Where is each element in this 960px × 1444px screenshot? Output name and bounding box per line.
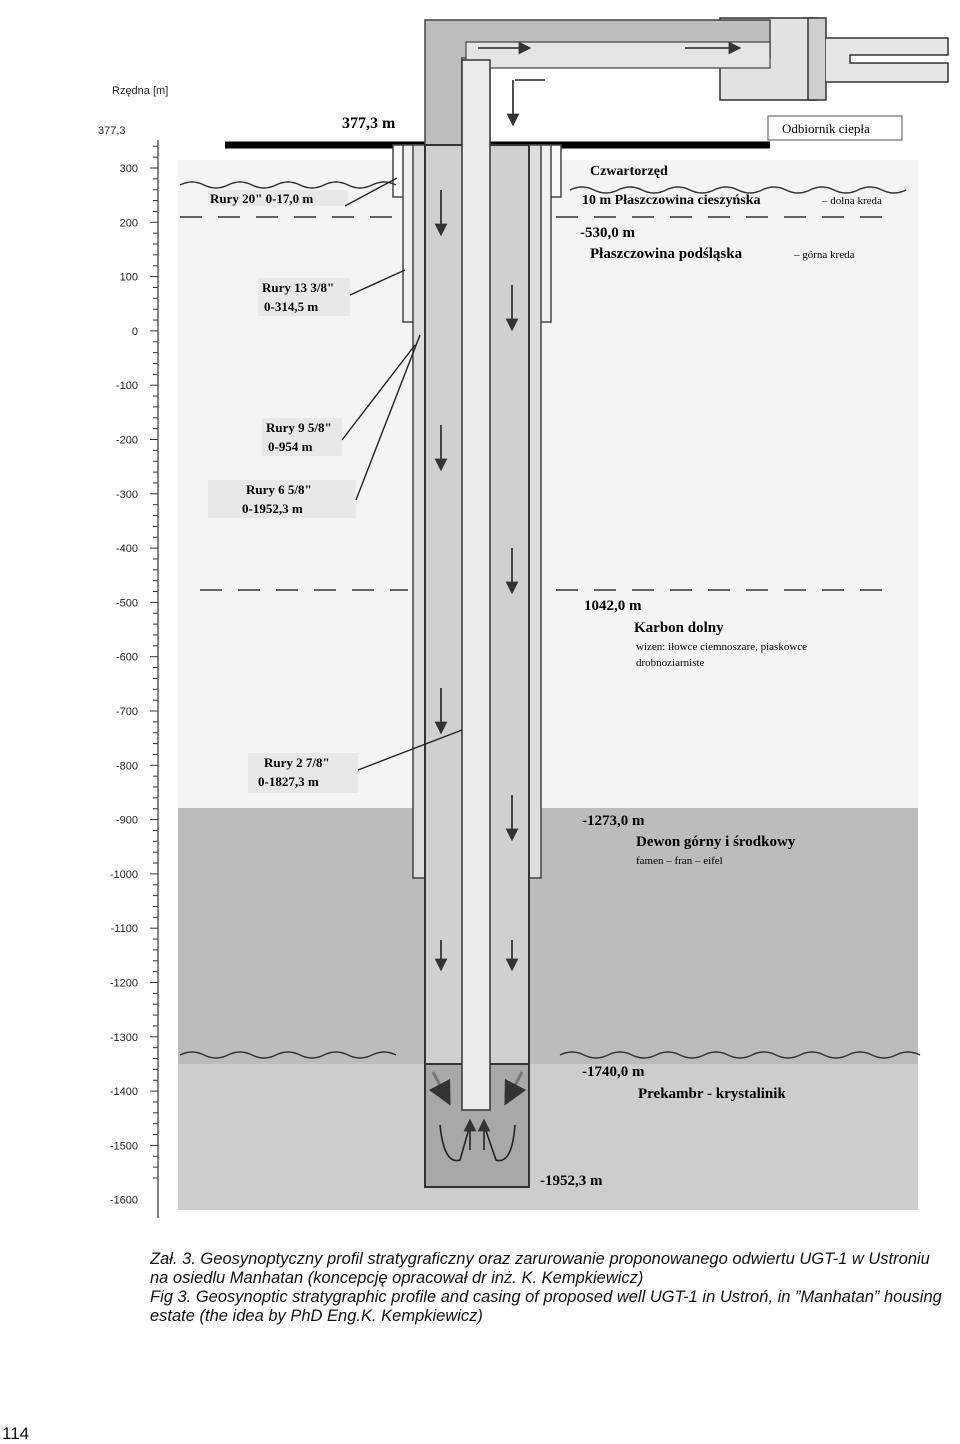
boundary-waves [179, 181, 921, 1059]
scale-label: 300 [120, 163, 138, 175]
well-profile-diagram: Rzędna [m] 377,3 300 200 100 0 -100 -200 -300 -… [98, 17, 949, 1218]
scale-label: -300 [116, 489, 138, 501]
casing-label-2: Rury 2 7/8" [264, 755, 330, 770]
boundary-dashes [180, 216, 882, 591]
scale-label: -1600 [110, 1195, 138, 1207]
layer-carbon: Karbon dolny [634, 620, 724, 636]
scale-label: -1400 [110, 1086, 138, 1098]
scale-label: -200 [116, 435, 138, 447]
scale-label: -1200 [110, 978, 138, 990]
svg-text:drobnoziarniste: drobnoziarniste [636, 657, 705, 669]
layer-quaternary: Czwartorzęd [590, 164, 668, 179]
scale-label: -900 [116, 815, 138, 827]
scale-label: 100 [120, 272, 138, 284]
casing-label-13: Rury 13 3/8" [262, 280, 334, 295]
svg-text:0-1827,3 m: 0-1827,3 m [258, 774, 319, 789]
layer-precambrian: Prekambr - krystalinik [638, 1086, 786, 1102]
figure-caption: Zał. 3. Geosynoptyczny profil stratygraf… [150, 1250, 950, 1326]
scale-label: -700 [116, 706, 138, 718]
depth-530: -530,0 m [580, 225, 635, 241]
svg-text:famen – fran – eifel: famen – fran – eifel [636, 855, 723, 867]
depth-1273: -1273,0 m [582, 813, 645, 829]
caption-english: Fig 3. Geosynoptic stratygraphic profile… [150, 1288, 942, 1325]
svg-text:0-1952,3 m: 0-1952,3 m [242, 501, 303, 516]
scale-label: -1500 [110, 1140, 138, 1152]
scale-label: 0 [132, 326, 138, 338]
casing-label-9: Rury 9 5/8" [266, 420, 332, 435]
layer-subsilesian: Płaszczowina podśląska [590, 246, 743, 262]
svg-text:wizen: iłowce ciemnoszare, pia: wizen: iłowce ciemnoszare, piaskowce [636, 641, 807, 653]
svg-text:– dolna kreda: – dolna kreda [821, 195, 882, 207]
heat-receiver-label: Odbiornik ciepła [782, 121, 870, 136]
page-number: 114 [2, 1424, 30, 1443]
depth-1740: -1740,0 m [582, 1064, 645, 1080]
scale-top-value: 377,3 [98, 125, 126, 137]
scale-label: -100 [116, 380, 138, 392]
casing-labels: Rury 20" 0-17,0 m Rury 13 3/8" 0-314,5 m… [208, 177, 463, 793]
scale-label: -800 [116, 760, 138, 772]
scale-label: -1100 [111, 923, 138, 935]
surface-elevation-label: 377,3 m [342, 115, 396, 132]
svg-text:– górna kreda: – górna kreda [793, 249, 855, 261]
scale-label: -1000 [110, 869, 138, 881]
caption-polish: Zał. 3. Geosynoptyczny profil stratygraf… [150, 1250, 930, 1287]
casing-label-20: Rury 20" 0-17,0 m [210, 191, 313, 206]
zone-devon [178, 808, 918, 1064]
layer-silesian: 10 m Płaszczowina cieszyńska [582, 193, 760, 208]
depth-1042: 1042,0 m [584, 598, 642, 614]
formation-labels: Czwartorzęd 10 m Płaszczowina cieszyńska… [540, 164, 882, 1189]
scale-label: -600 [116, 652, 138, 664]
casing-label-6: Rury 6 5/8" [246, 482, 312, 497]
svg-text:0-314,5 m: 0-314,5 m [264, 299, 318, 314]
svg-text:0-954 m: 0-954 m [268, 439, 313, 454]
flow-arrows [428, 190, 527, 1162]
elevation-scale: Rzędna [m] 377,3 300 200 100 0 -100 -200 -300 -… [98, 85, 168, 1218]
scale-header: Rzędna [m] [112, 85, 168, 97]
zone-precambrian [178, 1064, 918, 1210]
scale-label: -500 [116, 597, 138, 609]
scale-label: -400 [116, 543, 138, 555]
depth-1952: -1952,3 m [540, 1173, 603, 1189]
scale-label: 200 [120, 217, 138, 229]
scale-label: -1300 [110, 1032, 138, 1044]
layer-devon: Dewon górny i środkowy [636, 834, 796, 850]
